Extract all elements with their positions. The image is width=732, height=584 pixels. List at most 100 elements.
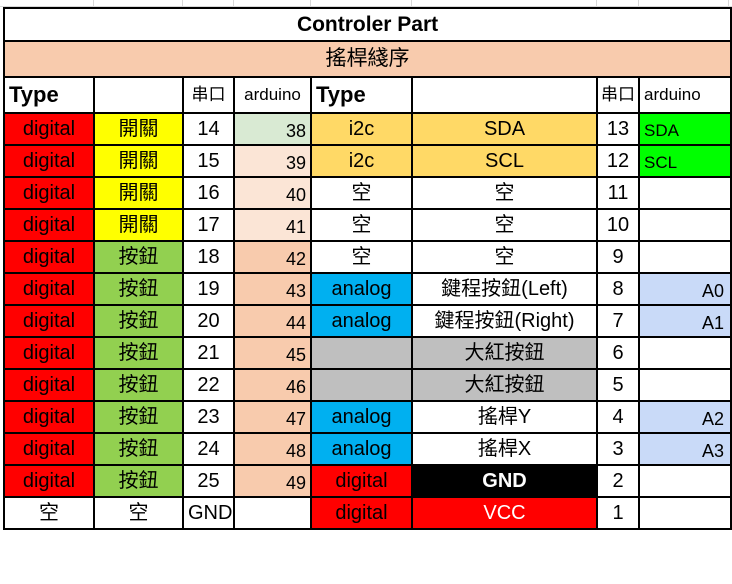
cell-arduino-left: 49 [233,464,312,498]
header-row: Type 串口 arduino Type 串口 arduino [3,76,732,114]
cell-arduino-left: 48 [233,432,312,466]
cell-arduino-right [637,240,732,274]
header-port-left: 串口 [182,76,235,114]
cell-arduino-left: 44 [233,304,312,338]
cell-arduino-left: 38 [233,112,312,146]
cell-function-right: 搖桿Y [411,400,598,434]
cell-type-right: 空 [310,176,413,210]
header-port-right: 串口 [596,76,640,114]
cell-arduino-right [637,208,732,242]
cell-arduino-left: 39 [233,144,312,178]
cell-arduino-right [637,336,732,370]
cell-arduino-left: 47 [233,400,312,434]
cell-type-right: i2c [310,144,413,178]
cell-port-left: 25 [182,464,235,498]
cell-arduino-right: A0 [637,272,732,306]
cell-type-right: i2c [310,112,413,146]
cell-arduino-right [637,176,732,210]
cell-port-right: 6 [596,336,640,370]
cell-port-left: 21 [182,336,235,370]
cell-arduino-right [637,496,732,530]
cell-function-right: 搖桿X [411,432,598,466]
cell-port-right: 9 [596,240,640,274]
pinout-table-body: Controler Part 搖桿綫序 Type 串口 arduino Type… [2,7,732,530]
cell-arduino-left [233,496,312,530]
cell-function-left: 開關 [93,176,184,210]
cell-port-right: 10 [596,208,640,242]
cell-arduino-right [637,464,732,498]
cell-port-left: 23 [182,400,235,434]
cell-type-left: 空 [3,496,95,530]
cell-type-right: digital [310,496,413,530]
cell-type-left: digital [3,240,95,274]
cell-port-right: 5 [596,368,640,402]
cell-function-right: 空 [411,240,598,274]
cell-function-left: 按鈕 [93,432,184,466]
cell-arduino-right: A2 [637,400,732,434]
header-type-left: Type [3,76,95,114]
cell-function-right: 空 [411,176,598,210]
cell-port-right: 11 [596,176,640,210]
cell-arduino-right: A3 [637,432,732,466]
cell-function-left: 按鈕 [93,304,184,338]
header-arduino-right: arduino [637,76,732,114]
cell-function-right: 鍵程按鈕(Left) [411,272,598,306]
cell-function-left: 按鈕 [93,240,184,274]
cell-arduino-left: 41 [233,208,312,242]
cell-function-left: 空 [93,496,184,530]
cell-function-left: 開關 [93,208,184,242]
cell-port-right: 3 [596,432,640,466]
cell-arduino-right: SCL [637,144,732,178]
cell-port-right: 4 [596,400,640,434]
cell-type-left: digital [3,464,95,498]
cell-type-left: digital [3,368,95,402]
cell-function-left: 開關 [93,112,184,146]
cell-function-right: GND [411,464,598,498]
cell-arduino-left: 45 [233,336,312,370]
cell-arduino-left: 46 [233,368,312,402]
header-type-right: Type [310,76,413,114]
cell-port-left: 18 [182,240,235,274]
cell-function-right: 鍵程按鈕(Right) [411,304,598,338]
cell-port-left: 15 [182,144,235,178]
cell-arduino-left: 42 [233,240,312,274]
cell-type-right [310,336,413,370]
cell-type-right: analog [310,432,413,466]
cell-port-right: 8 [596,272,640,306]
cell-port-right: 7 [596,304,640,338]
pinout-sheet: Controler Part 搖桿綫序 Type 串口 arduino Type… [2,7,732,584]
cell-type-left: digital [3,400,95,434]
header-empty-right [411,76,598,114]
cell-port-right: 1 [596,496,640,530]
cell-port-right: 12 [596,144,640,178]
cell-port-left: 14 [182,112,235,146]
cell-arduino-right: SDA [637,112,732,146]
header-empty-left [93,76,184,114]
cell-function-left: 按鈕 [93,368,184,402]
sheet-top-gridlines [0,0,732,7]
cell-type-right: analog [310,272,413,306]
cell-type-left: digital [3,304,95,338]
cell-type-left: digital [3,176,95,210]
cell-function-left: 按鈕 [93,400,184,434]
cell-arduino-right: A1 [637,304,732,338]
cell-type-left: digital [3,144,95,178]
cell-type-right: digital [310,464,413,498]
cell-function-right: 大紅按鈕 [411,368,598,402]
cell-port-left: 20 [182,304,235,338]
cell-arduino-left: 43 [233,272,312,306]
page-title: Controler Part [2,7,732,42]
cell-port-left: GND [182,496,235,530]
section-subtitle: 搖桿綫序 [2,40,732,78]
cell-function-left: 開關 [93,144,184,178]
cell-function-right: VCC [411,496,598,530]
cell-type-left: digital [3,336,95,370]
